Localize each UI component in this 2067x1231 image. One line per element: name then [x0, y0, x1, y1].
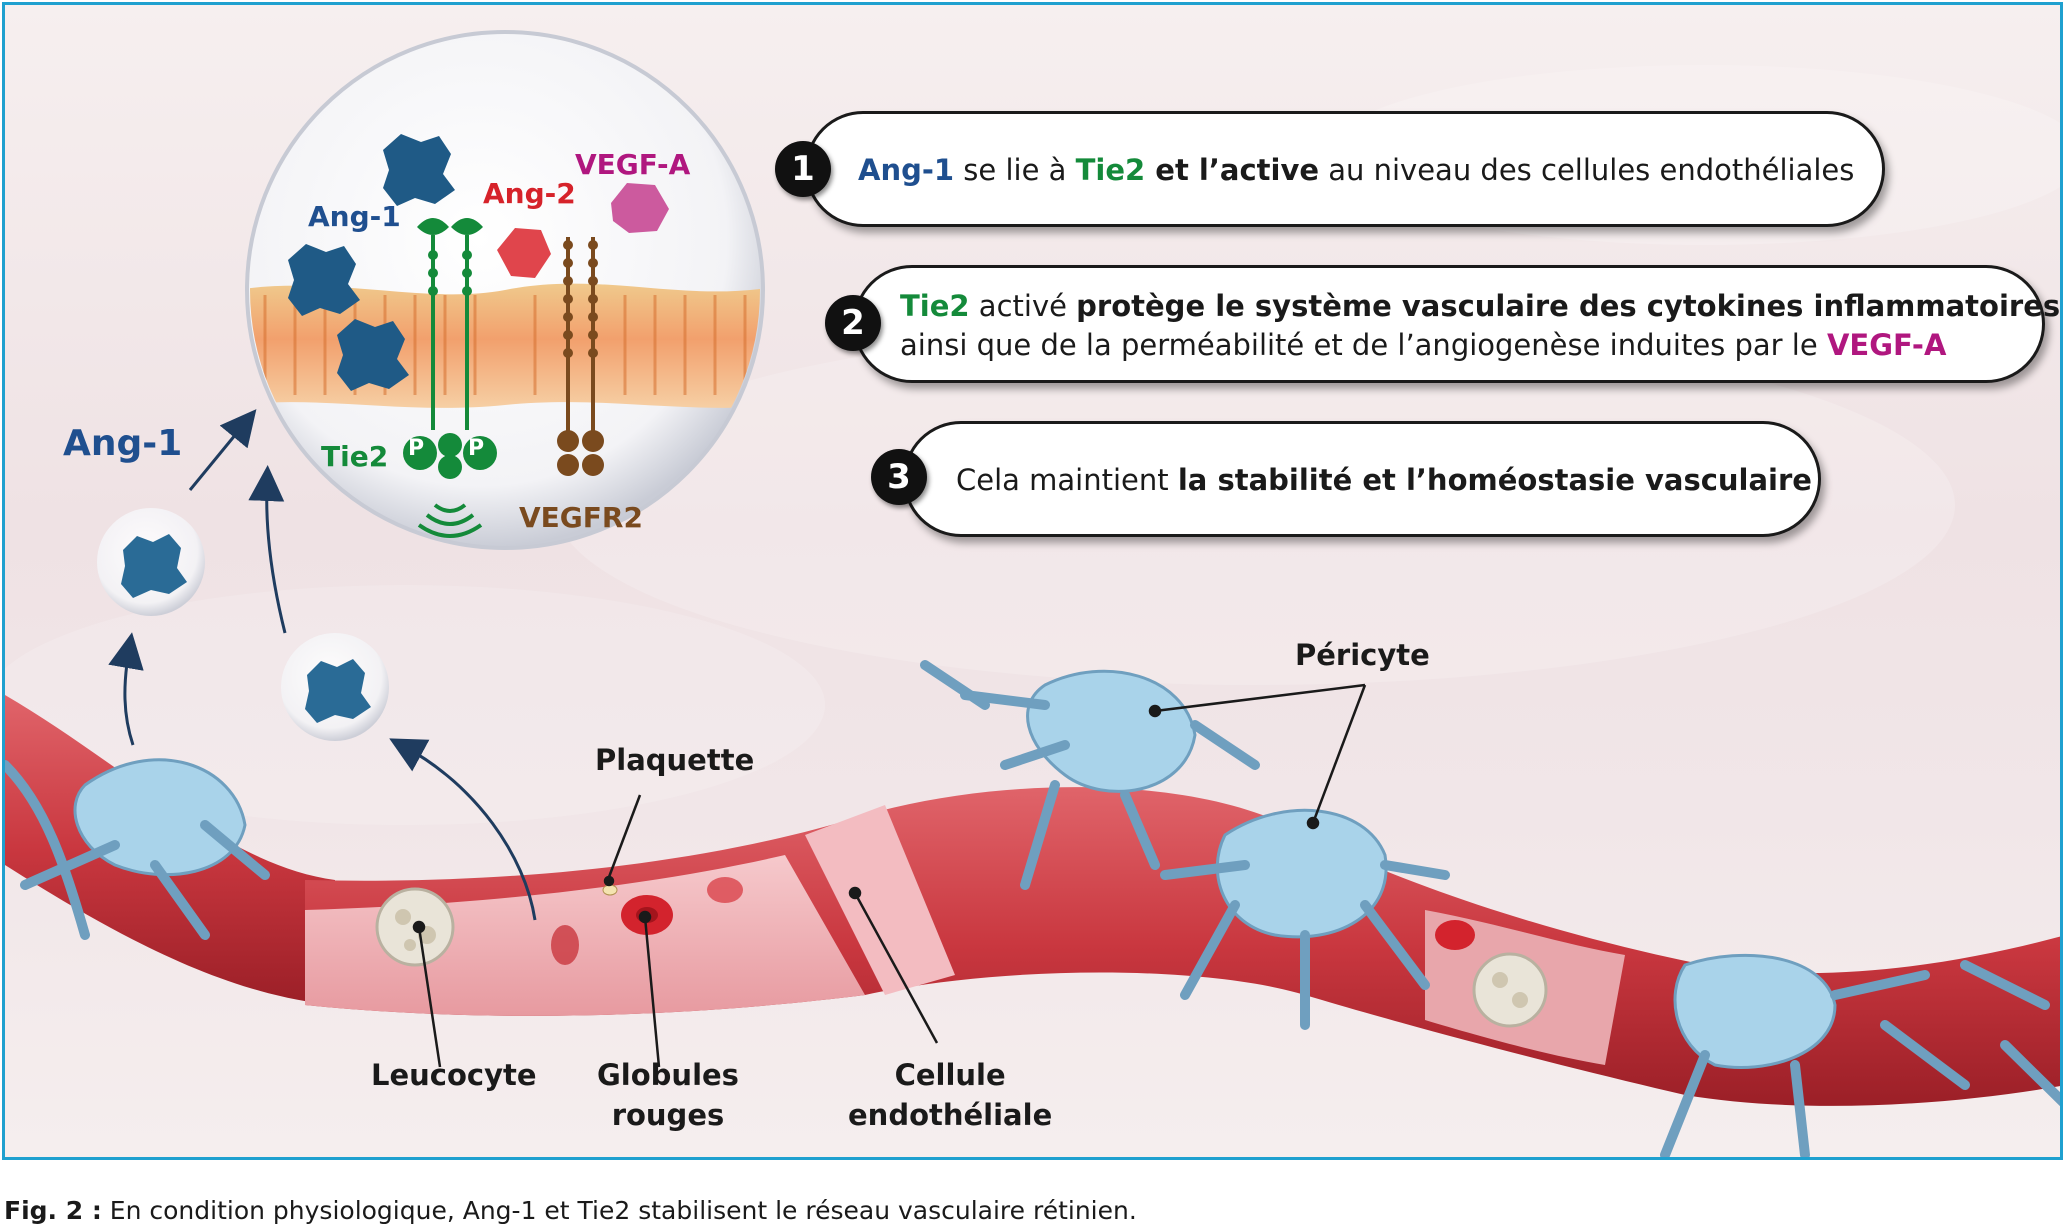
- zoom-circle: [245, 30, 765, 550]
- step-2-part-5: VEGF-A: [1826, 328, 1947, 362]
- pericytes: [5, 660, 2060, 1157]
- step-2-part-1: Tie2: [900, 289, 970, 323]
- step-1-part-2: se lie à: [954, 153, 1076, 187]
- label-globules-line-2: rouges: [611, 1098, 725, 1132]
- label-vegfr2: VEGFR2: [519, 501, 643, 534]
- caption-text: En condition physiologique, Ang-1 et Tie…: [101, 1196, 1137, 1225]
- label-globules-line-1: Globules: [597, 1058, 739, 1092]
- phospho-groups: [403, 433, 497, 479]
- vegfa-molecule: [611, 183, 669, 233]
- step-2-part-3: protège le système vasculaire des cytoki…: [1076, 289, 2061, 323]
- tie2-receptors: [417, 218, 483, 538]
- phospho-label-left: P: [408, 436, 425, 461]
- figure-caption: Fig. 2 : En condition physiologique, Ang…: [4, 1196, 1137, 1225]
- label-vegfa: VEGF-A: [575, 148, 691, 181]
- label-plaquette: Plaquette: [595, 743, 755, 777]
- label-pericyte: Péricyte: [1295, 638, 1430, 672]
- step-2-number: 2: [825, 295, 881, 351]
- phospho-label-right: P: [468, 436, 485, 461]
- label-ang1-outside: Ang-1: [63, 423, 183, 464]
- step-3-text: Cela maintient la stabilité et l’homéost…: [956, 460, 1812, 500]
- label-cellule-endotheliale: Cellule endothéliale: [848, 1055, 1052, 1135]
- label-leucocyte: Leucocyte: [371, 1058, 537, 1092]
- step-2-part-4: ainsi que de la perméabilité et de l’ang…: [900, 328, 1827, 362]
- ang1-bubble-middle: [281, 633, 389, 741]
- figure-frame: Ang-1 Ang-2 VEGF-A Tie2 VEGFR2 Ang-1 P P…: [2, 2, 2063, 1160]
- step-3-part-1: Cela maintient: [956, 463, 1178, 497]
- release-arrows: [108, 409, 537, 921]
- label-leaders: [412, 683, 1367, 1068]
- step-1-part-1: Ang-1: [858, 153, 955, 187]
- step-3-part-2: la stabilité et l’homéostasie vasculaire: [1177, 463, 1812, 497]
- step-1-part-4: et l’active: [1145, 153, 1320, 187]
- step-1-number: 1: [775, 141, 831, 197]
- vascular-illustration: [5, 30, 2060, 1157]
- label-cellule-line-1: Cellule: [894, 1058, 1006, 1092]
- vegfr2-receptor: [557, 237, 604, 476]
- callout-step-3: Cela maintient la stabilité et l’homéost…: [903, 421, 1821, 537]
- step-1-text: Ang-1 se lie à Tie2 et l’active au nivea…: [858, 150, 1854, 190]
- caption-prefix: Fig. 2 :: [4, 1196, 102, 1225]
- callout-step-2: Tie2 activé protège le système vasculair…: [853, 265, 2060, 383]
- label-ang1-inner: Ang-1: [308, 200, 401, 233]
- step-1-part-3: Tie2: [1075, 153, 1146, 187]
- step-2-line-1: Tie2 activé protège le système vasculair…: [900, 286, 2060, 326]
- ang1-bubble-left: [97, 508, 205, 616]
- step-1-part-5: au niveau des cellules endothéliales: [1319, 153, 1855, 187]
- label-globules-rouges: Globules rouges: [597, 1055, 739, 1135]
- step-2-part-2: activé: [969, 289, 1077, 323]
- ang1-molecules: [288, 134, 455, 391]
- ang2-molecule: [497, 228, 551, 278]
- callout-step-1: Ang-1 se lie à Tie2 et l’active au nivea…: [805, 111, 1885, 227]
- label-ang2: Ang-2: [483, 177, 576, 210]
- label-cellule-line-2: endothéliale: [848, 1098, 1053, 1132]
- step-3-number: 3: [871, 449, 927, 505]
- step-2-line-2: ainsi que de la perméabilité et de l’ang…: [900, 325, 1946, 365]
- label-tie2: Tie2: [321, 440, 389, 473]
